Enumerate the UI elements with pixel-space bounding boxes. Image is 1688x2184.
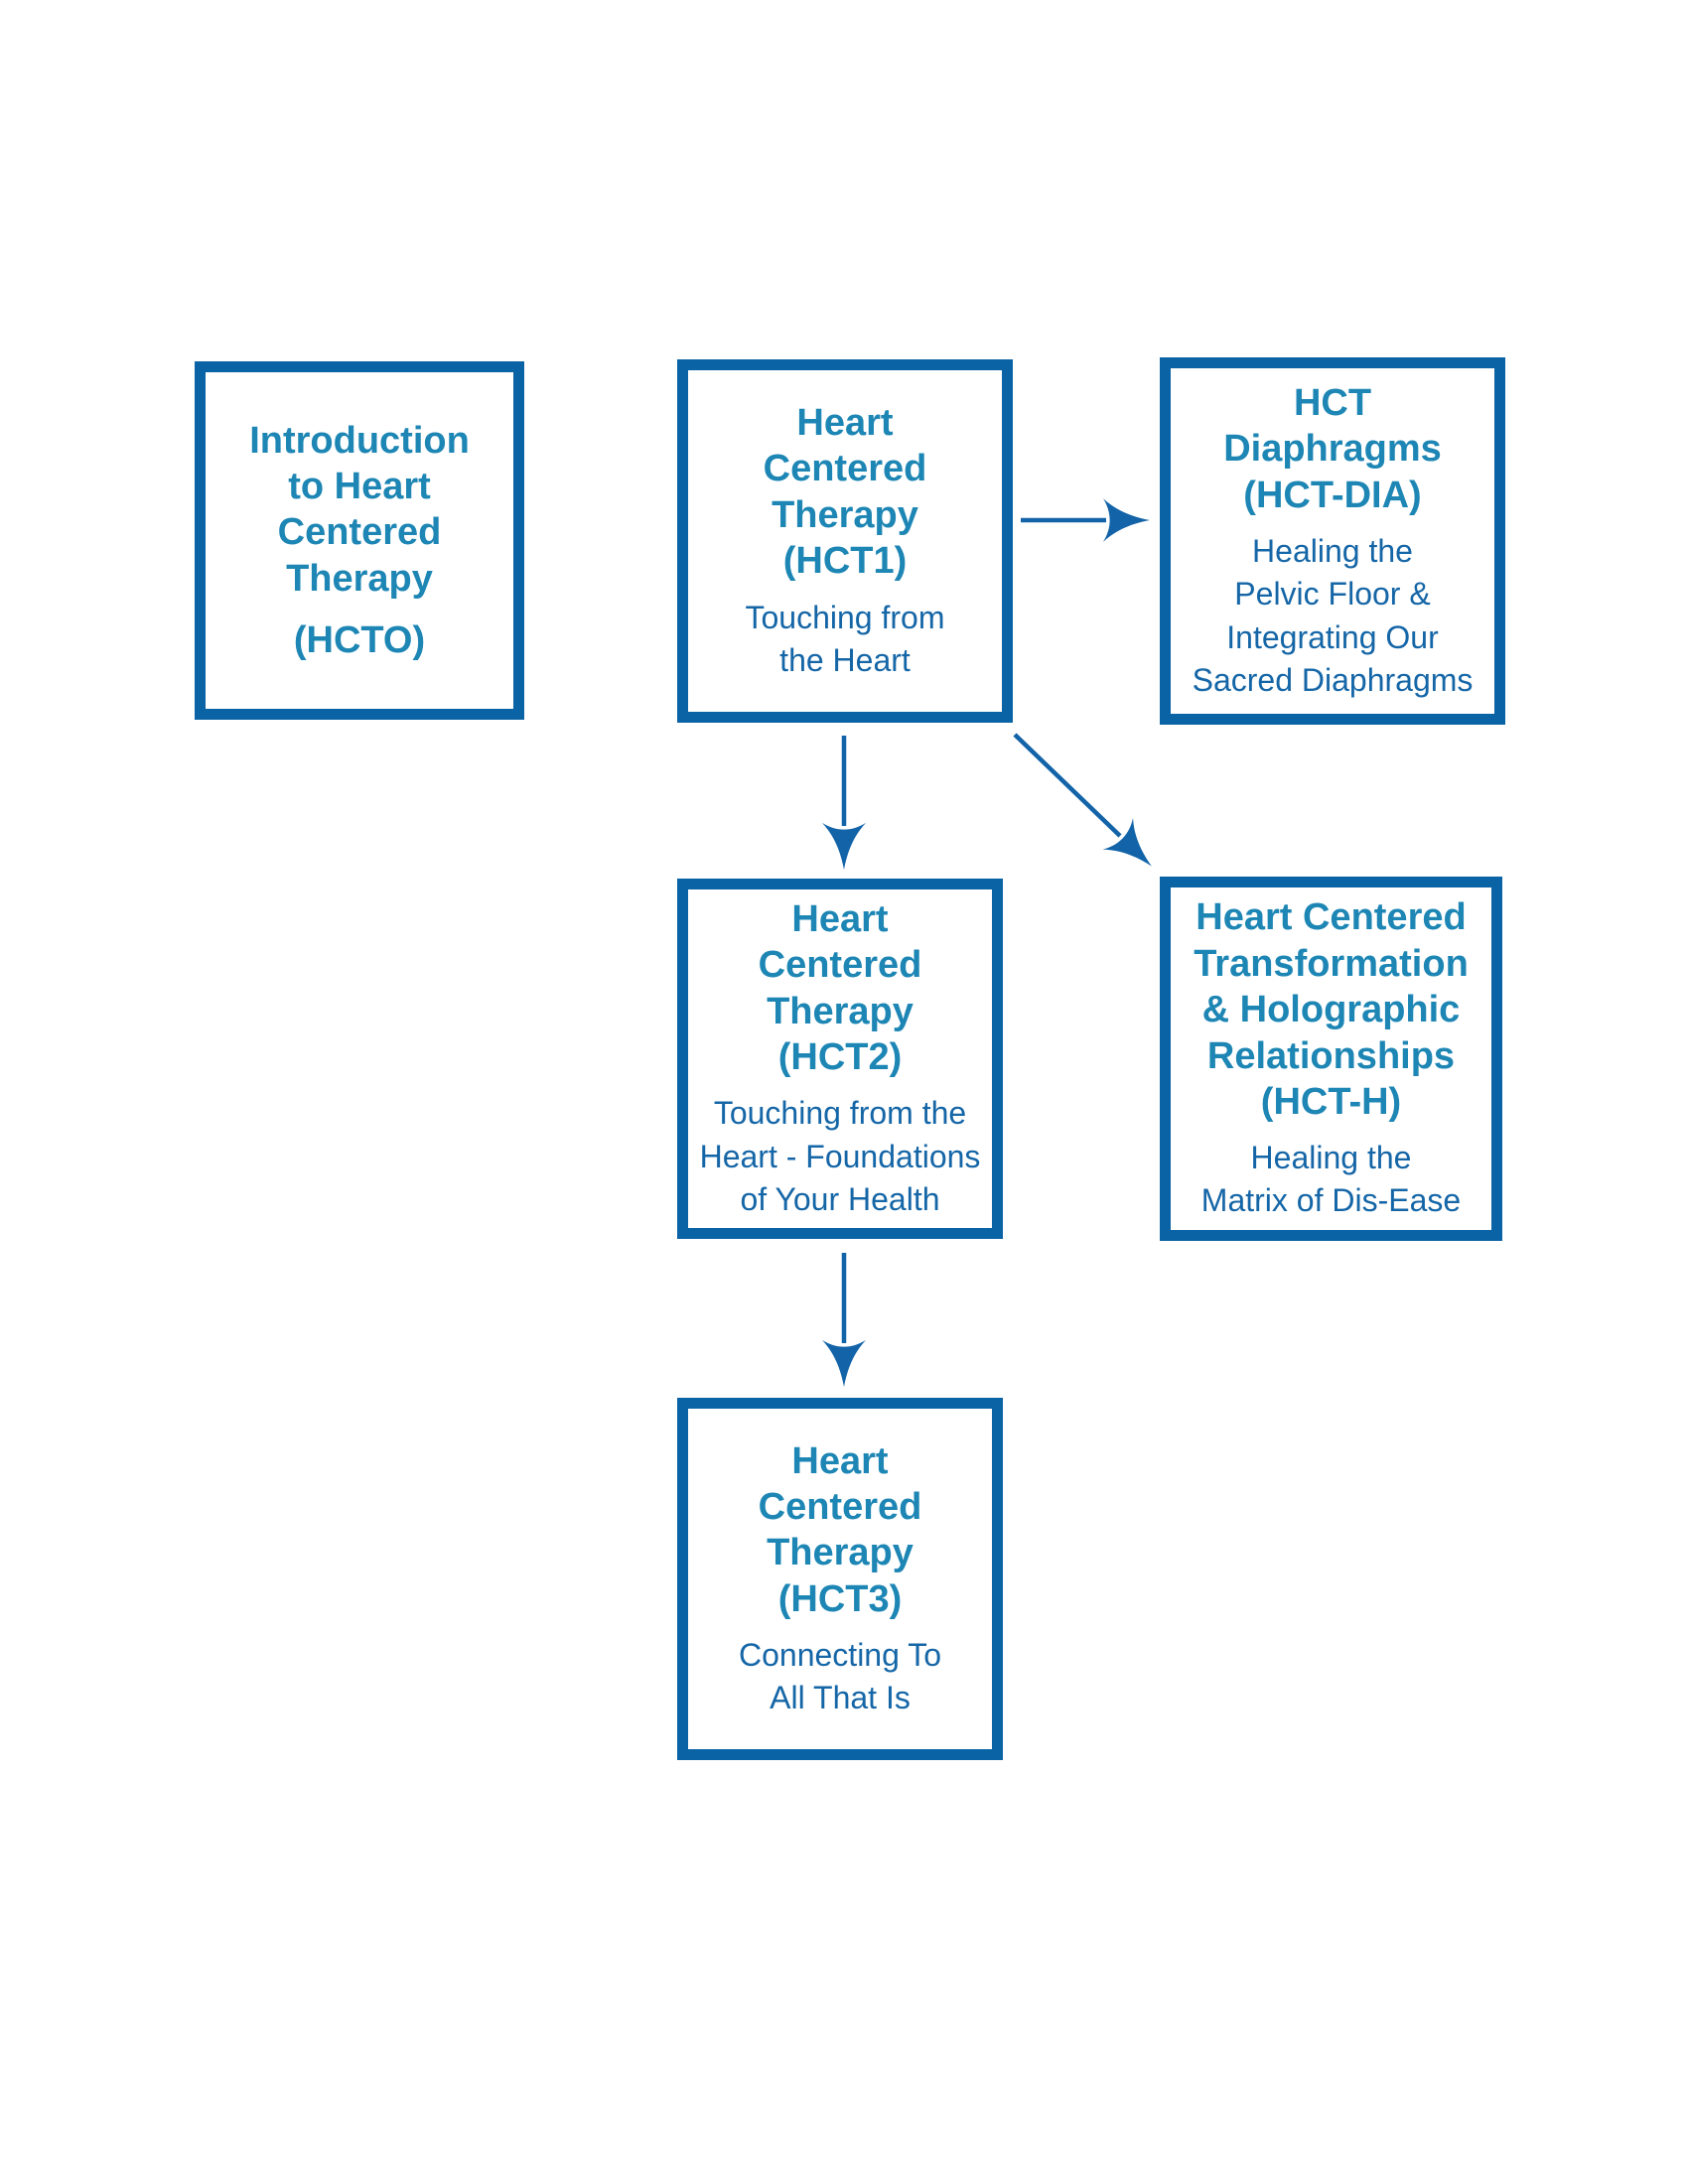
course-box-subtitle: Healing the Matrix of Dis-Ease — [1200, 1140, 1462, 1219]
course-box-code: (HCT1) — [782, 540, 908, 583]
course-box-subtitle: Touching from the Heart — [745, 599, 945, 678]
course-box-code: (HCT3) — [777, 1577, 903, 1620]
course-box-hct2: Heart Centered Therapy (HCT2) Touching f… — [677, 879, 1003, 1239]
course-box-hct-h: Heart Centered Transformation & Holograp… — [1160, 877, 1502, 1241]
course-box-title: HCT Diaphragms — [1223, 382, 1442, 471]
course-box-hct-dia: HCT Diaphragms (HCT-DIA) Healing the Pel… — [1160, 357, 1505, 725]
course-box-hct3: Heart Centered Therapy (HCT3) Connecting… — [677, 1398, 1003, 1760]
course-box-hct1: Heart Centered Therapy (HCT1) Touching f… — [677, 359, 1013, 723]
course-box-subtitle: Touching from the Heart - Foundations of… — [699, 1095, 981, 1217]
course-box-hcto: Introduction to Heart Centered Therapy (… — [195, 361, 524, 720]
course-box-title: Heart Centered Therapy — [758, 898, 922, 1032]
course-box-title: Introduction to Heart Centered Therapy — [249, 419, 470, 600]
course-box-subtitle: Healing the Pelvic Floor & Integrating O… — [1192, 533, 1474, 698]
course-box-title: Heart Centered Transformation & Holograp… — [1194, 896, 1469, 1077]
course-box-title: Heart Centered Therapy — [763, 402, 927, 536]
arrow-hct1-to-hct-h — [1013, 733, 1152, 867]
course-box-title: Heart Centered Therapy — [758, 1439, 922, 1574]
course-box-subtitle: Connecting To All That Is — [739, 1637, 941, 1716]
course-box-code: (HCT-DIA) — [1243, 474, 1422, 516]
course-box-code: (HCT-H) — [1260, 1080, 1402, 1123]
course-box-code: (HCT2) — [777, 1036, 903, 1079]
course-box-code: (HCTO) — [293, 619, 426, 662]
